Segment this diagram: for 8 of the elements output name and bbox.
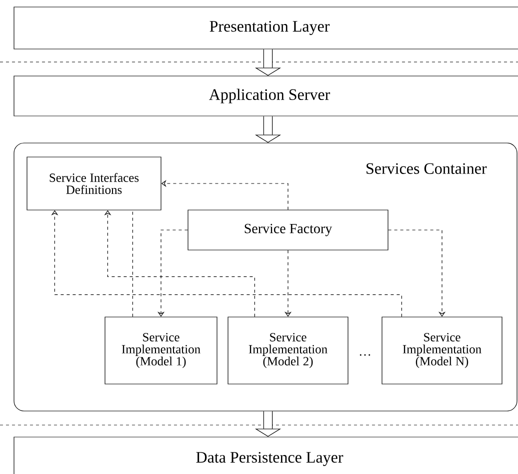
process-box: Service Interfaces Definitions	[26, 156, 162, 210]
process-box: Service Implementation (Model 1)	[104, 316, 218, 384]
dashed-line	[132, 210, 133, 317]
process-box: Service Implementation (Model 2)	[228, 316, 348, 384]
layer-box: Presentation Layer	[14, 6, 518, 50]
ellipsis-text: …	[360, 354, 370, 356]
process-box: Service Implementation (Model N)	[382, 316, 502, 384]
process-box: Service Factory	[188, 210, 388, 250]
